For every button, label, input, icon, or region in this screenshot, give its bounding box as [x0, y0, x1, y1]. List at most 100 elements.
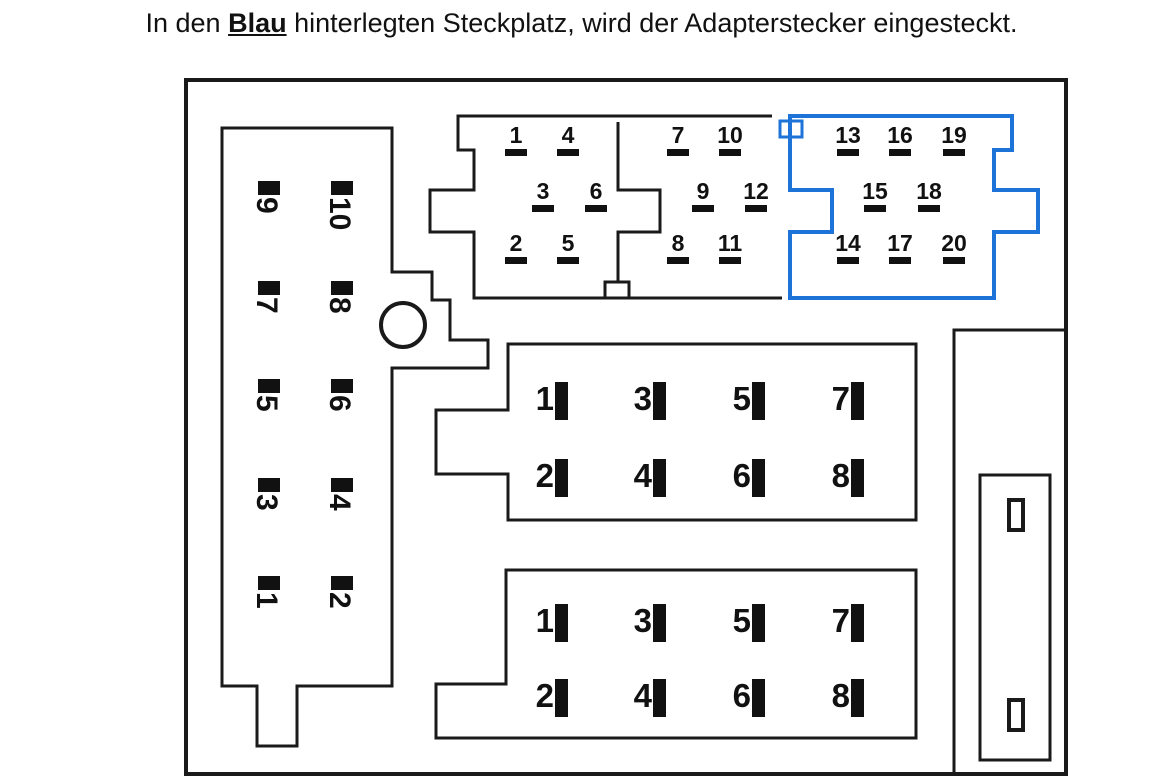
outer-housing: [184, 78, 1068, 776]
blue-slot-pin-contact: [864, 205, 886, 212]
lower-block-pin-contact: [653, 679, 666, 717]
top-connector-pin: 7: [667, 122, 689, 156]
lower-block-pin-label: 8: [832, 677, 850, 714]
instruction-caption: In den Blau hinterlegten Steckplatz, wir…: [0, 8, 1163, 39]
top-connector-pin-label: 5: [562, 230, 575, 256]
left-connector-pin-contact: [258, 181, 280, 195]
left-connector-pin-contact: [331, 181, 353, 195]
upper-block-pin-contact: [653, 382, 666, 420]
left-connector-pin: 7: [250, 281, 283, 314]
upper-block-pin-label: 5: [733, 380, 751, 417]
blue-slot-pin-contact: [889, 149, 911, 156]
blue-slot-pin: 16: [887, 122, 913, 156]
blue-slot-pin-label: 20: [941, 230, 967, 256]
upper-block-outline: [434, 342, 918, 522]
left-connector-pin: 2: [323, 576, 356, 609]
upper-block-pin: 4: [634, 457, 666, 497]
right-connector-slot-bottom: [1007, 698, 1025, 732]
right-connector-slot-top: [1007, 498, 1025, 532]
top-connector-pin: 4: [557, 122, 579, 156]
upper-block-pin-contact: [851, 382, 864, 420]
top-connector-pin-label: 9: [697, 178, 710, 204]
blue-slot-pin: 13: [835, 122, 861, 156]
upper-block-pin: 8: [832, 457, 864, 497]
upper-block-pin-contact: [851, 459, 864, 497]
left-connector-pin-contact: [258, 379, 280, 393]
blue-slot-pin-contact: [918, 205, 940, 212]
top-connector-pin-contact: [557, 149, 579, 156]
lower-block-pin-label: 7: [832, 602, 850, 639]
upper-block-pin: 2: [536, 457, 568, 497]
upper-block-pin: 5: [733, 380, 765, 420]
left-connector-pin-label: 6: [323, 395, 356, 412]
upper-block-pin: 7: [832, 380, 864, 420]
caption-prefix: In den: [145, 8, 229, 38]
blue-slot-pin: 17: [887, 230, 913, 264]
lower-block-pin: 5: [733, 602, 765, 642]
lower-block-outline: [434, 568, 918, 740]
blue-slot-pin-contact: [889, 257, 911, 264]
blue-slot-pin-label: 17: [887, 230, 913, 256]
left-connector-pin-contact: [258, 281, 280, 295]
top-connector-outline: [428, 114, 782, 300]
lower-block-pin-contact: [555, 679, 568, 717]
lower-block-pin-contact: [653, 604, 666, 642]
left-connector-pin-label: 7: [250, 297, 283, 314]
top-connector-pin: 8: [667, 230, 689, 264]
blue-slot-key: [778, 119, 804, 139]
blue-slot-pin-label: 18: [916, 178, 942, 204]
blue-slot-outline: [788, 114, 1040, 300]
upper-block-pin: 3: [634, 380, 666, 420]
upper-block-pin-contact: [752, 382, 765, 420]
left-connector-pin-label: 9: [250, 197, 283, 214]
upper-block-pin: 6: [733, 457, 765, 497]
top-connector-pin-contact: [719, 149, 741, 156]
upper-block-pin-contact: [555, 459, 568, 497]
blue-slot-pin-label: 13: [835, 122, 861, 148]
lower-block-pin-label: 3: [634, 602, 652, 639]
blue-slot-pin-contact: [837, 149, 859, 156]
left-connector-pin-contact: [331, 478, 353, 492]
top-connector-pin: 3: [532, 178, 554, 212]
lower-block-pin-contact: [752, 679, 765, 717]
lower-block-pin-label: 5: [733, 602, 751, 639]
top-connector-pin-label: 8: [672, 230, 685, 256]
top-connector-pin-contact: [532, 205, 554, 212]
lower-block-pin: 3: [634, 602, 666, 642]
blue-slot-pin: 20: [941, 230, 967, 264]
left-connector-pin: 10: [323, 181, 356, 230]
top-connector-pin-label: 1: [510, 122, 523, 148]
blue-slot-pin-label: 15: [862, 178, 888, 204]
left-connector-pin-label: 5: [250, 395, 283, 412]
lower-block-pin: 2: [536, 677, 568, 717]
left-connector-pin: 6: [323, 379, 356, 412]
blue-slot-pin: 14: [835, 230, 861, 264]
left-connector-pin: 4: [323, 478, 356, 511]
top-connector-pin-contact: [505, 149, 527, 156]
top-connector-pin-contact: [745, 205, 767, 212]
lower-block-pin-contact: [851, 604, 864, 642]
left-connector-pin: 5: [250, 379, 283, 412]
top-connector-pin-label: 11: [718, 230, 743, 256]
left-connector-pin: 3: [250, 478, 283, 511]
top-connector-pin-label: 3: [537, 178, 550, 204]
blue-slot-pin-contact: [837, 257, 859, 264]
top-connector-pin-label: 10: [717, 122, 743, 148]
top-connector-pin-contact: [692, 205, 714, 212]
lower-block-pin-label: 4: [634, 677, 653, 714]
top-connector-pin-label: 2: [510, 230, 523, 256]
top-connector-pin-contact: [719, 257, 741, 264]
left-connector-pin: 9: [250, 181, 283, 214]
lower-block-pin-contact: [851, 679, 864, 717]
left-connector-pin-label: 10: [323, 197, 356, 230]
top-connector-pin: 11: [718, 230, 743, 264]
top-connector-pin: 9: [692, 178, 714, 212]
top-connector-pin-contact: [557, 257, 579, 264]
caption-suffix: hinterlegten Steckplatz, wird der Adapte…: [286, 8, 1018, 38]
upper-block-pin-label: 1: [536, 380, 554, 417]
lower-block-pin-contact: [752, 604, 765, 642]
blue-slot-pin: 19: [941, 122, 967, 156]
top-connector-pin-label: 4: [562, 122, 575, 148]
